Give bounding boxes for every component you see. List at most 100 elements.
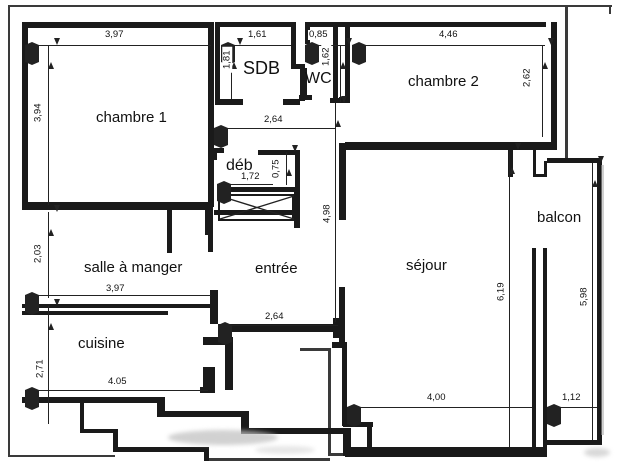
wall-wc-right — [333, 22, 338, 102]
wall-step-h — [241, 428, 349, 434]
wall-step-l — [113, 429, 118, 452]
dim-label-deb-height: 0,75 — [270, 155, 281, 182]
dim-label-sejour-width: 4,00 — [426, 392, 447, 403]
dimension-line-cuisine-width — [25, 390, 208, 391]
wall-stub-salle-2 — [205, 210, 213, 235]
dim-label-entree-height: 4,98 — [321, 200, 332, 227]
wall-cuisine-bottom — [22, 397, 162, 403]
wall-sejour-left-mid — [339, 287, 345, 343]
room-label-cuisine: cuisine — [78, 335, 125, 352]
outer-wall-right — [565, 5, 568, 158]
dim-label-balcon-width: 1,12 — [561, 392, 582, 403]
dimension-line-balcon-height — [592, 163, 593, 440]
outer-wall-bottom-left — [8, 455, 115, 457]
dimension-line-salle-height — [48, 212, 49, 298]
wall-deb-hook-h — [212, 148, 224, 153]
wall-balcony-door-pillar-h — [533, 174, 547, 177]
dim-label-chambre1-width: 3,97 — [104, 29, 125, 40]
room-label-chambre1: chambre 1 — [96, 109, 167, 126]
dimension-line-chambre2-height — [542, 45, 543, 137]
outer-wall-top-right-tick — [609, 5, 611, 14]
wall-wc-left-lower — [302, 68, 307, 98]
room-label-wc: WC — [305, 70, 332, 87]
dim-label-sdb-height: 1,81 — [221, 46, 232, 73]
dimension-line-entree-width — [218, 325, 338, 326]
wall-step-m — [113, 447, 208, 452]
dimension-line-deb-width — [217, 184, 273, 185]
wall-step-j — [80, 400, 84, 433]
wall-sejour-balcon-a — [532, 248, 536, 455]
scan-shade-balcon-edge — [601, 165, 604, 435]
wall-deb-hook-v — [212, 148, 217, 160]
dimension-line-sdb-width — [221, 45, 291, 46]
dim-label-balcon-height: 5,98 — [578, 283, 589, 310]
wall-sdb-jog — [291, 64, 305, 69]
dimension-line-deb-height — [286, 152, 287, 185]
stair-void-line-h — [300, 348, 330, 351]
dim-label-chambre1-height: 3,94 — [32, 99, 43, 126]
dimension-line-chambre2-width — [352, 45, 545, 46]
wall-wc-left-upper — [305, 22, 310, 44]
wall-deb-bottom — [217, 187, 300, 192]
dimension-line-cuisine-height — [48, 306, 49, 424]
wall-step-k — [80, 429, 118, 433]
wall-sejour-left-upper — [339, 143, 346, 220]
wall-chambre1-bottom — [22, 202, 213, 210]
wall-closet-right-bar — [294, 192, 300, 228]
room-label-sdb: SDB — [243, 58, 281, 78]
wall-balcon-bottom — [547, 440, 597, 445]
dim-label-wc-width: 0,85 — [308, 29, 329, 40]
wall-stub-salle-1 — [167, 210, 172, 253]
wall-step-e — [157, 397, 165, 415]
scan-smudge-bottom-center — [168, 430, 278, 445]
wall-sdb-left — [215, 22, 220, 104]
dimension-line-sejour-width — [347, 407, 532, 408]
wall-step-f — [157, 411, 247, 417]
scan-smudge-bottom-center-2 — [255, 446, 315, 454]
dim-label-entree-width: 2,64 — [264, 311, 285, 322]
room-label-entree: entrée — [255, 260, 298, 277]
dim-label-hall-width: 2,64 — [263, 114, 284, 125]
dimension-line-wc-height — [340, 45, 341, 102]
wall-wc-right-foot — [330, 98, 344, 103]
wall-chambre2-top — [350, 22, 546, 27]
wall-entree-bottom-right-v — [333, 318, 340, 338]
wall-entree-left — [210, 290, 218, 324]
dimension-line-chambre1-width — [25, 45, 211, 46]
wall-salle-cuisine-upper — [22, 304, 210, 308]
wall-balcony-door-pillar-v2 — [544, 161, 547, 176]
wall-sdb-left-foot — [215, 99, 243, 105]
wall-entree-bottom — [218, 324, 340, 332]
wall-sejour-step-v — [367, 422, 372, 449]
wall-sejour-bottom — [345, 447, 547, 457]
wall-sdb-right-upper — [291, 22, 296, 69]
wall-chambre2-left — [345, 22, 350, 102]
room-label-chambre2: chambre 2 — [408, 73, 479, 90]
outer-wall-left — [8, 5, 10, 457]
wall-step-c — [203, 367, 215, 390]
dim-label-sdb-width: 1,61 — [247, 29, 268, 40]
wall-step-g — [241, 411, 249, 433]
wall-step-i — [343, 428, 351, 456]
dimension-line-entree-height — [335, 103, 336, 322]
wall-sdb-top — [218, 22, 296, 27]
wall-step-n — [204, 447, 209, 461]
wall-deb-right — [295, 150, 300, 192]
wall-sejour-left-lower — [342, 348, 347, 426]
dim-label-cuisine-height: 2,71 — [34, 355, 45, 382]
outer-wall-top — [8, 5, 612, 7]
wall-wc-top — [305, 22, 345, 27]
wall-sdb-right-foot — [283, 99, 300, 105]
dim-label-cuisine-width: 4.05 — [107, 376, 128, 387]
wall-chambre2-right — [551, 22, 557, 148]
wall-chambre2-bottom — [345, 142, 557, 150]
wall-balcon-top — [547, 158, 602, 163]
dimension-line-salle-width — [25, 295, 211, 296]
wall-stub-salle-2b — [208, 233, 213, 252]
dim-label-chambre2-width: 4,46 — [438, 29, 459, 40]
dim-label-salle-height: 2,03 — [32, 240, 43, 267]
wall-balcony-door-pillar-v1 — [533, 150, 536, 177]
room-label-salle-a-manger: salle à manger — [84, 259, 183, 276]
dim-label-sejour-height: 6,19 — [495, 278, 506, 305]
